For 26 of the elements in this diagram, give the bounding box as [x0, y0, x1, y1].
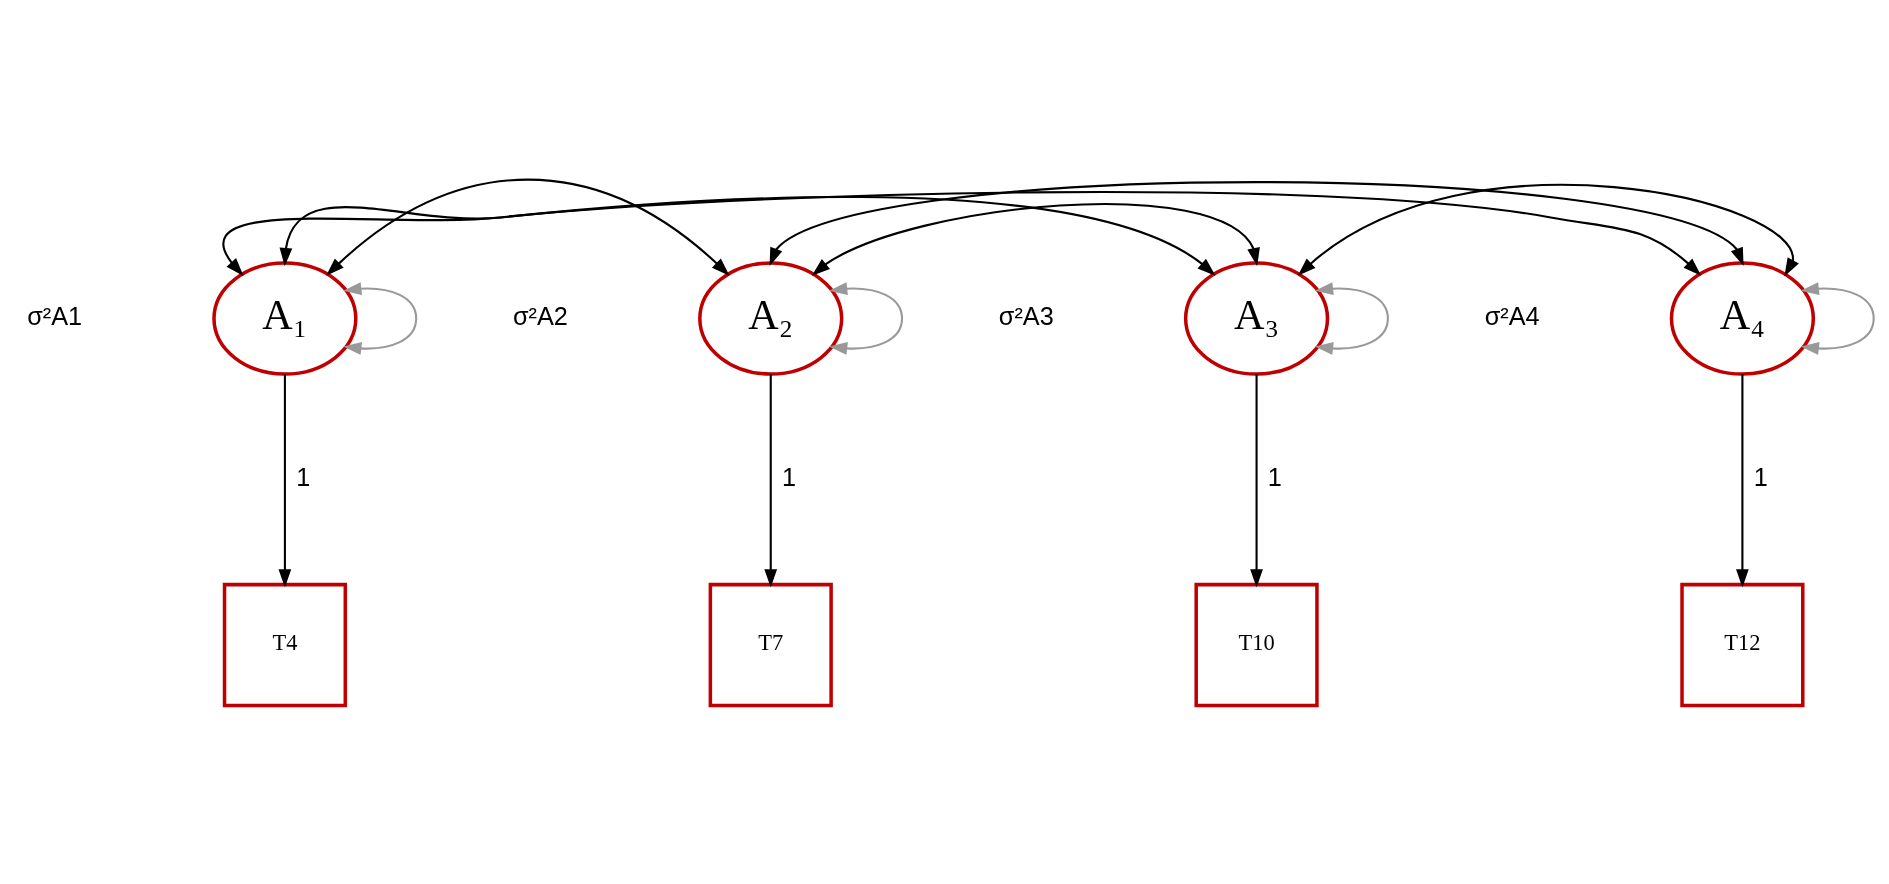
arrow: [1800, 281, 1875, 355]
arrow: [1297, 183, 1799, 276]
label: σ²A2: [513, 301, 568, 330]
edge-label: 1: [781, 461, 797, 490]
arrow: [1250, 373, 1263, 587]
arrow: [326, 178, 730, 276]
label: σ²A1: [27, 301, 83, 330]
edge-label: 1: [296, 461, 311, 490]
arrow: [769, 180, 1744, 266]
arrow: [1314, 281, 1389, 355]
node-box: T4: [222, 582, 348, 707]
arrow: [764, 373, 778, 587]
node-box: T12: [1680, 582, 1805, 707]
arrow: [1736, 373, 1749, 587]
label: σ²A3: [998, 301, 1054, 330]
label: σ²A4: [1484, 301, 1540, 330]
edge-label: 1: [1753, 461, 1768, 490]
edge-label: 1: [1267, 461, 1282, 490]
arrow: [279, 195, 1216, 276]
node-box: T7: [708, 582, 833, 707]
arrow: [223, 190, 1702, 276]
arrow: [278, 373, 292, 587]
arrow: [829, 281, 904, 355]
node-box: T10: [1194, 582, 1319, 707]
arrow: [811, 202, 1260, 276]
arrow: [343, 281, 418, 355]
